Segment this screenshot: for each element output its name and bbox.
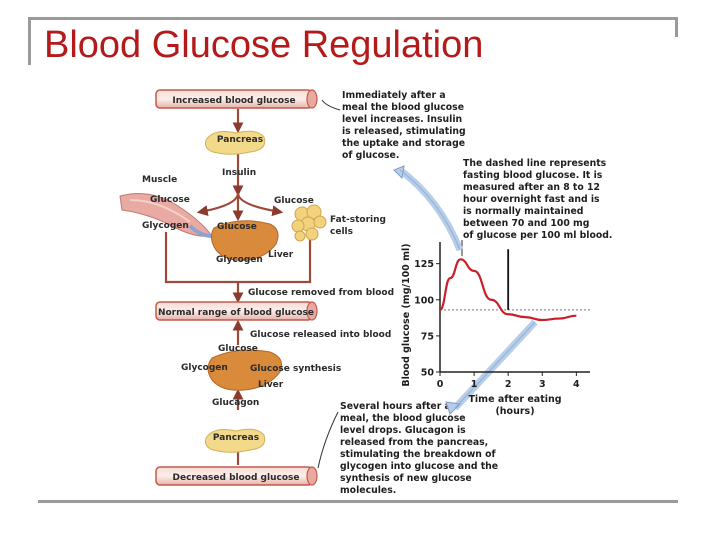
note-bottom-line-6: glycogen into glucose and the [340, 461, 498, 472]
note-dashed-line-6: between 70 and 100 mg [463, 218, 589, 229]
chart-x-tick-label-2: 2 [505, 379, 512, 390]
muscle-label: Muscle [142, 175, 177, 185]
glucose-liver-top-label: Glucose [217, 222, 257, 232]
glucagon-label: Glucagon [212, 398, 259, 408]
flow-arrow-muscle [196, 192, 240, 217]
note-dashed-line-3: measured after an 8 to 12 [463, 182, 600, 193]
note-bottom-line-8: molecules. [340, 485, 396, 496]
pancreas-bottom-icon: Pancreas [205, 428, 266, 453]
callout-arrow-down-edge [454, 321, 536, 409]
chart-y-tick-label-2: 100 [414, 295, 434, 306]
note-top-line-5: the uptake and storage [342, 138, 465, 149]
liver-top-icon [210, 220, 279, 261]
note-dashed-line-1: The dashed line represents [463, 158, 607, 169]
liver-bottom-label: Liver [258, 380, 284, 390]
callout-arrow-up [397, 167, 464, 252]
chart-x-tick-label-1: 1 [471, 379, 478, 390]
liver-top-label: Liver [268, 250, 294, 260]
pancreas-top-label: Pancreas [217, 135, 263, 145]
glucose-bottom-label: Glucose [218, 344, 258, 354]
note-bottom-line-7: synthesis of new glucose [340, 473, 472, 484]
note-bottom-line-4: released from the pancreas, [340, 437, 488, 448]
note-top: Immediately after a meal the blood gluco… [342, 90, 466, 161]
note-top-line-6: of glucose. [342, 150, 399, 161]
increased-glucose-label: Increased blood glucose [172, 96, 295, 106]
callout-arrow-up-edge [399, 169, 461, 251]
chart-x-tick-label-3: 3 [539, 379, 546, 390]
frame-top-border [28, 17, 678, 20]
note-dashed-line-7: of glucose per 100 ml blood. [463, 230, 612, 241]
chart-xlabel-unit: (hours) [495, 406, 534, 417]
chart-x-tick-label-4: 4 [573, 379, 580, 390]
chart-x-tick-label-0: 0 [437, 379, 444, 390]
normal-glucose-box: Normal range of blood glucose [155, 301, 318, 321]
fat-cells-icon [291, 204, 327, 242]
pancreas-top-icon: Pancreas [205, 130, 266, 155]
glucose-removed-label: Glucose removed from blood [248, 288, 394, 298]
note-bottom-line-5: stimulating the breakdown of [340, 449, 497, 460]
note-bottom-line-3: level drops. Glucagon is [340, 425, 466, 436]
chart-xlabel: Time after eating [468, 394, 561, 405]
note-bottom: Several hours after a meal, the blood gl… [340, 401, 498, 496]
note-top-pointer [321, 99, 341, 111]
note-dashed-line-2: fasting blood glucose. It is [463, 170, 603, 181]
chart-y-tick-label-3: 125 [414, 259, 434, 270]
note-top-line-1: Immediately after a [342, 90, 446, 101]
insulin-label: Insulin [222, 168, 256, 178]
frame-left-border [28, 17, 31, 65]
chart-y-tick-label-1: 75 [421, 331, 434, 342]
note-top-line-3: level increases. Insulin [342, 114, 462, 125]
fat-cells-label-2: cells [330, 227, 353, 237]
glycogen-bottom-label: Glycogen [181, 363, 228, 373]
note-dashed-line-4: hour overnight fast and is [463, 194, 600, 205]
glucose-fat-label: Glucose [274, 196, 314, 206]
note-bottom-line-2: meal, the blood glucose [340, 413, 466, 424]
slide-title: Blood Glucose Regulation [44, 24, 484, 66]
glucose-chart: Blood glucose (mg/100 ml) Time after eat… [401, 242, 590, 417]
increased-glucose-box: Increased blood glucose [155, 89, 318, 109]
decreased-glucose-label: Decreased blood glucose [173, 473, 300, 483]
liver-bottom-icon [207, 349, 283, 391]
chart-series-line-0 [438, 258, 577, 322]
normal-glucose-label: Normal range of blood glucose [158, 308, 314, 318]
note-bottom-line-1: Several hours after a [340, 401, 451, 412]
note-dashed-line-5: is normally maintained [463, 206, 583, 217]
glucose-synthesis-label: Glucose synthesis [250, 364, 341, 374]
note-top-line-4: is released, stimulating [342, 126, 466, 137]
note-dashed: The dashed line represents fasting blood… [463, 158, 612, 241]
note-bottom-pointer [317, 411, 339, 469]
fat-cells-label-1: Fat-storing [330, 215, 386, 225]
note-top-line-2: meal the blood glucose [342, 102, 464, 113]
decreased-glucose-box: Decreased blood glucose [155, 466, 318, 486]
glucose-muscle-label: Glucose [150, 195, 190, 205]
chart-y-tick-label-0: 50 [421, 368, 435, 379]
glycogen-muscle-label: Glycogen [142, 221, 189, 231]
glycogen-liver-top-label: Glycogen [216, 255, 263, 265]
pancreas-bottom-label: Pancreas [213, 433, 259, 443]
frame-right-border [675, 17, 678, 37]
chart-ylabel: Blood glucose (mg/100 ml) [401, 243, 412, 386]
frame-bottom-border [38, 500, 678, 503]
glucose-released-label: Glucose released into blood [250, 330, 391, 340]
flow-lines [164, 109, 312, 465]
